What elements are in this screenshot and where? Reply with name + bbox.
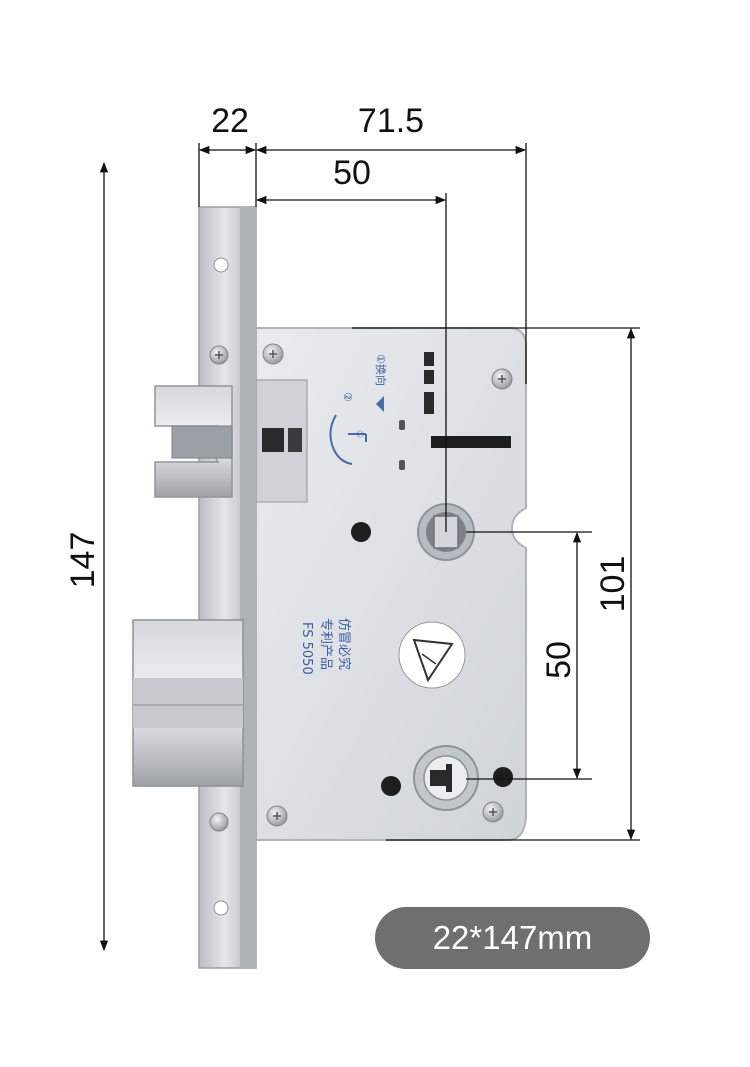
dim-faceplate-height: 147	[64, 532, 102, 589]
dead-bolt	[132, 619, 244, 787]
copy-warning-label: 仿冒必究	[336, 618, 351, 670]
dim-center-distance: 50	[540, 641, 578, 679]
arrow-icon	[329, 414, 367, 465]
dim-case-height: 101	[594, 556, 632, 613]
triangle-logo-icon	[398, 621, 466, 689]
dimension-lines	[99, 143, 640, 952]
patent-label: 专利产品	[318, 618, 333, 670]
size-badge: 22*147mm	[375, 907, 650, 969]
step2-label: ②	[341, 392, 354, 402]
lock-case	[251, 327, 527, 841]
screw-icon	[209, 343, 513, 832]
dim-backset: 50	[333, 154, 371, 192]
step1-label: ①	[354, 430, 364, 438]
latch-bolt	[154, 385, 233, 498]
switch-label: ①换向	[374, 354, 388, 386]
model-label: FS 5050	[299, 622, 314, 675]
faceplate	[198, 206, 257, 969]
size-badge-label: 22*147mm	[432, 919, 593, 956]
dim-backset-total: 71.5	[358, 102, 424, 140]
body-labels: FS 5050 专利产品 仿冒必究 ①换向 ② ①	[299, 354, 388, 675]
dim-faceplate-width: 22	[211, 102, 249, 140]
